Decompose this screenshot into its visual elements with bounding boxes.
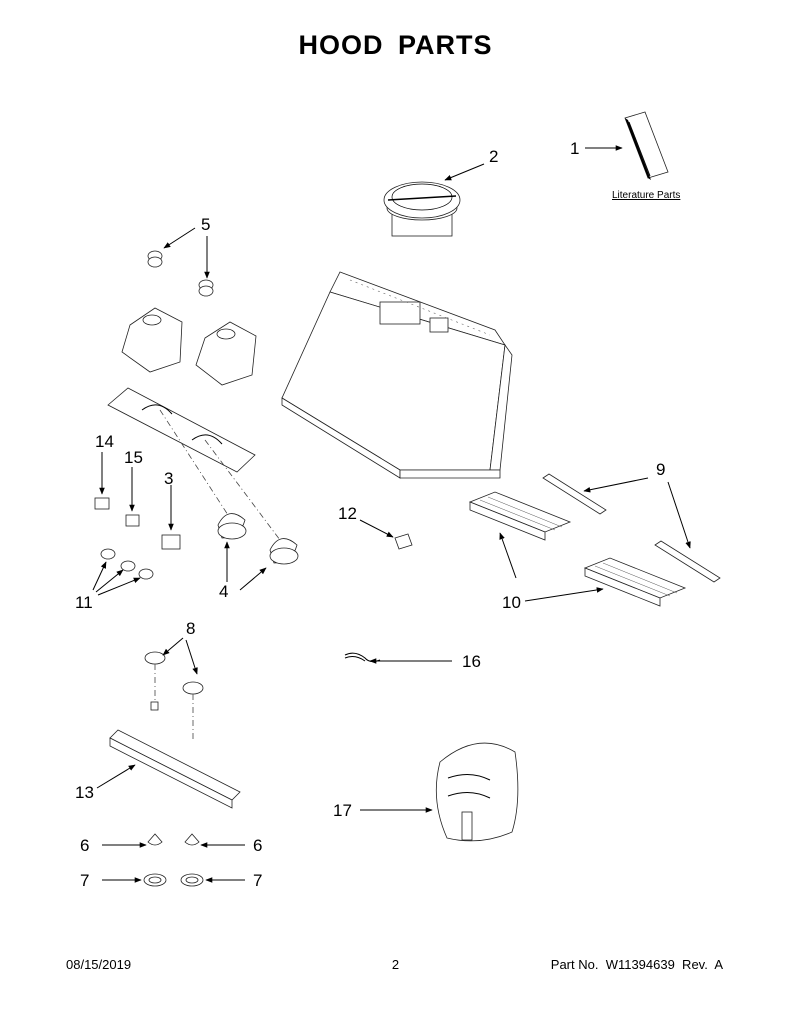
wire-part-16 bbox=[344, 652, 381, 663]
lens-left bbox=[147, 833, 163, 846]
callout-7-right: 7 bbox=[253, 871, 262, 890]
callout-6-right: 6 bbox=[253, 836, 262, 855]
trim-ring-left bbox=[143, 873, 167, 887]
light-housing-left bbox=[121, 307, 183, 373]
light-housing-right bbox=[195, 321, 257, 386]
filter-upper bbox=[468, 491, 572, 541]
callout-11: 11 bbox=[75, 593, 93, 612]
part-3-component bbox=[161, 534, 181, 550]
footer-page-number: 2 bbox=[391, 957, 400, 972]
hood-body bbox=[281, 271, 513, 479]
footer-date: 08/15/2019 bbox=[66, 957, 132, 972]
callout-8: 8 bbox=[186, 619, 195, 638]
literature-parts-booklet bbox=[624, 111, 669, 180]
knob-top bbox=[147, 250, 163, 268]
callout-6-left: 6 bbox=[80, 836, 89, 855]
callout-3: 3 bbox=[164, 469, 173, 488]
callout-5: 5 bbox=[201, 215, 210, 234]
clip-part-12 bbox=[394, 533, 413, 550]
trim-ring-right bbox=[180, 873, 204, 887]
lamp-right bbox=[269, 538, 299, 565]
callout-7-left: 7 bbox=[80, 871, 89, 890]
callout-17: 17 bbox=[333, 801, 352, 820]
filter-lower bbox=[583, 557, 687, 607]
knob-lower bbox=[198, 279, 214, 297]
part-15-component bbox=[125, 514, 140, 527]
lamp-socket-right bbox=[182, 681, 204, 740]
filter-rail-lower bbox=[654, 540, 721, 583]
callout-15: 15 bbox=[124, 448, 143, 467]
page-title: HOOD PARTS bbox=[298, 30, 493, 60]
callout-14: 14 bbox=[95, 432, 114, 451]
callout-4: 4 bbox=[219, 582, 228, 601]
footer-part-number: Part No. W11394639 Rev. A bbox=[550, 957, 723, 972]
lamp-support-panel bbox=[107, 387, 256, 473]
literature-parts-label: Literature Parts bbox=[612, 190, 680, 201]
blower-assembly bbox=[383, 181, 461, 237]
callout-2: 2 bbox=[489, 147, 498, 166]
callout-9: 9 bbox=[656, 460, 665, 479]
callout-arrows bbox=[92, 145, 691, 883]
callout-16: 16 bbox=[462, 652, 481, 671]
callout-12: 12 bbox=[338, 504, 357, 523]
part-14-component bbox=[94, 497, 110, 510]
light-bar bbox=[109, 729, 241, 809]
callout-13: 13 bbox=[75, 783, 94, 802]
lamp-socket-left bbox=[144, 651, 166, 711]
filter-rail-upper bbox=[542, 473, 607, 515]
lens-right bbox=[184, 833, 200, 846]
bag-part-17 bbox=[435, 742, 519, 842]
control-buttons bbox=[100, 548, 154, 580]
callout-1: 1 bbox=[570, 139, 579, 158]
lamp-left bbox=[217, 513, 247, 540]
callout-10: 10 bbox=[502, 593, 521, 612]
